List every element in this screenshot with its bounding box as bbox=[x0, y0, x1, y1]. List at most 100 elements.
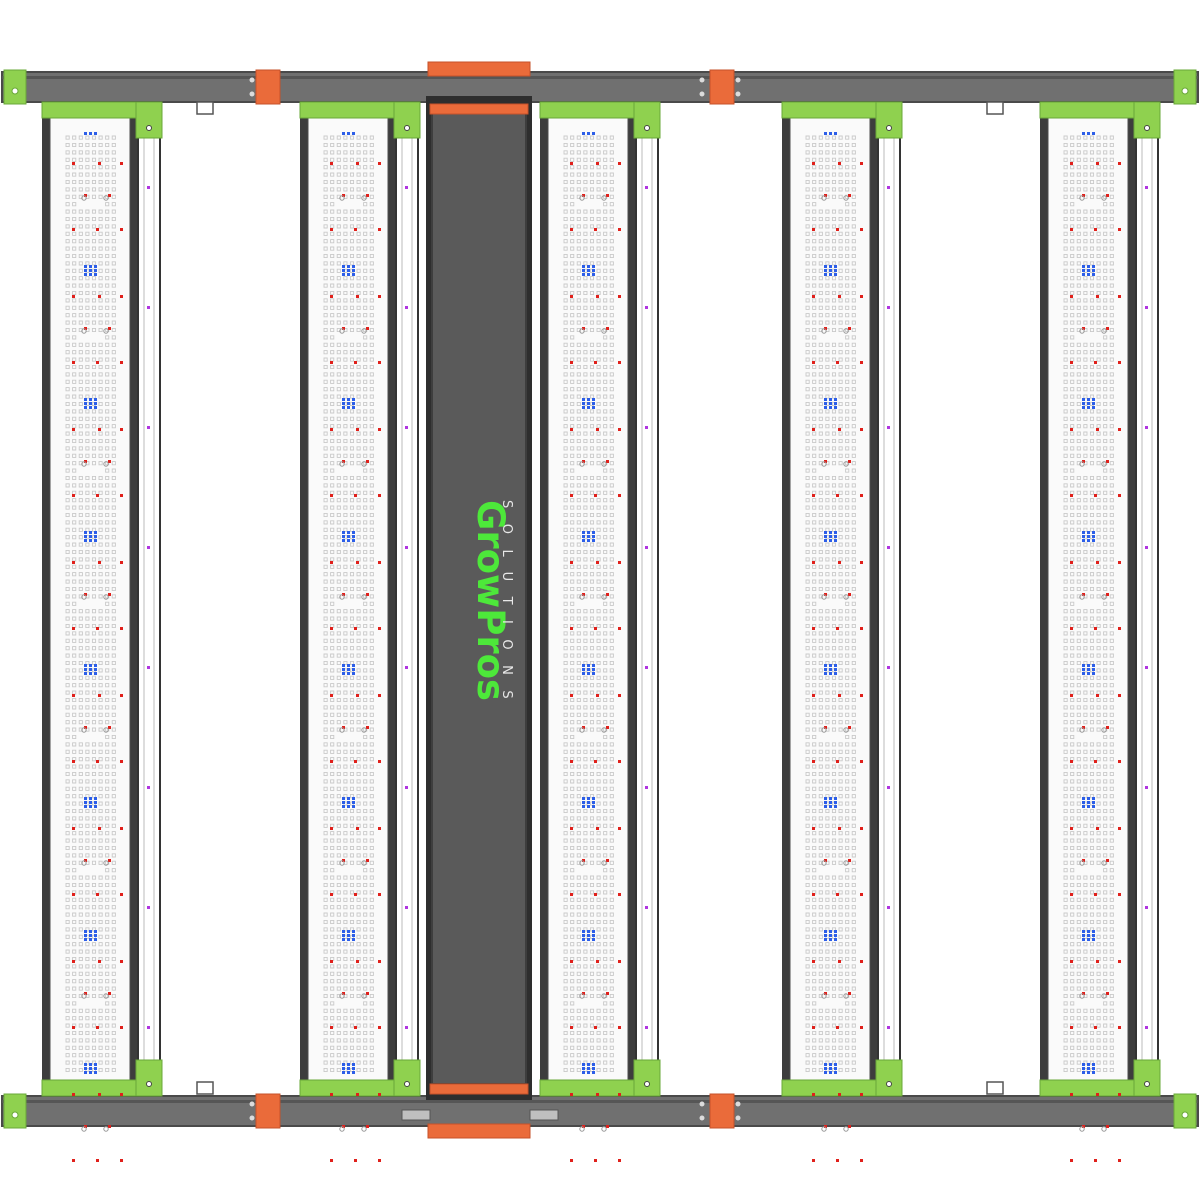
led-side-strip bbox=[395, 109, 419, 1089]
led-lens bbox=[103, 993, 109, 999]
side-bracket-top bbox=[1133, 101, 1161, 139]
rail-orange-connector bbox=[709, 1093, 735, 1129]
side-bracket-top bbox=[393, 101, 421, 139]
led-bar-bottom-cap bbox=[41, 1079, 139, 1097]
led-lens bbox=[1101, 461, 1107, 467]
led-purple bbox=[1145, 666, 1148, 669]
side-bracket-bottom bbox=[875, 1059, 903, 1097]
led-lens bbox=[81, 1126, 87, 1132]
led-purple bbox=[887, 906, 890, 909]
led-lens bbox=[1079, 1126, 1085, 1132]
led-purple bbox=[1145, 786, 1148, 789]
led-lens bbox=[843, 1126, 849, 1132]
red-led-chips bbox=[570, 162, 621, 1162]
led-purple bbox=[147, 906, 150, 909]
rail-end-cap bbox=[1173, 1093, 1197, 1129]
bracket-screw bbox=[404, 125, 410, 131]
led-lens bbox=[103, 727, 109, 733]
side-bracket-top bbox=[633, 101, 661, 139]
rail-orange-connector bbox=[255, 69, 281, 105]
bracket-screw bbox=[1144, 1081, 1150, 1087]
led-bar-top-cap bbox=[539, 101, 637, 119]
led-lens bbox=[361, 195, 367, 201]
led-lens bbox=[81, 727, 87, 733]
led-lens bbox=[601, 594, 607, 600]
led-purple bbox=[887, 546, 890, 549]
rail-groove bbox=[2, 1100, 1198, 1103]
led-lens bbox=[103, 195, 109, 201]
led-lens bbox=[1101, 328, 1107, 334]
led-purple bbox=[887, 786, 890, 789]
led-lens bbox=[843, 195, 849, 201]
led-purple bbox=[645, 1026, 648, 1029]
rail-screw bbox=[735, 1101, 741, 1107]
side-bracket-top bbox=[135, 101, 163, 139]
led-purple bbox=[645, 306, 648, 309]
hanging-tab bbox=[196, 101, 214, 115]
led-lens bbox=[339, 461, 345, 467]
led-lens bbox=[579, 993, 585, 999]
led-purple bbox=[405, 306, 408, 309]
led-purple bbox=[147, 1026, 150, 1029]
led-lens bbox=[339, 195, 345, 201]
red-led-chips bbox=[330, 162, 381, 1162]
led-purple bbox=[405, 186, 408, 189]
rail-screw bbox=[249, 1101, 255, 1107]
bracket-screw bbox=[146, 125, 152, 131]
led-purple bbox=[645, 666, 648, 669]
led-chip-grid bbox=[323, 132, 381, 1162]
led-lens bbox=[361, 993, 367, 999]
led-lens bbox=[821, 461, 827, 467]
led-lens bbox=[1101, 727, 1107, 733]
rail-screw bbox=[11, 87, 19, 95]
led-lens bbox=[601, 195, 607, 201]
bracket-screw bbox=[644, 125, 650, 131]
led-lens bbox=[81, 993, 87, 999]
led-bar-top-cap bbox=[299, 101, 397, 119]
bracket-screw bbox=[404, 1081, 410, 1087]
led-lens bbox=[81, 860, 87, 866]
led-purple bbox=[645, 786, 648, 789]
white-led-chips bbox=[65, 135, 116, 1073]
led-bar-bottom-cap bbox=[539, 1079, 637, 1097]
led-lens bbox=[339, 727, 345, 733]
led-chip-grid bbox=[65, 132, 123, 1162]
led-purple bbox=[1145, 306, 1148, 309]
rail-screw bbox=[735, 91, 741, 97]
led-lens bbox=[339, 993, 345, 999]
bracket-screw bbox=[1144, 125, 1150, 131]
side-bracket-bottom bbox=[135, 1059, 163, 1097]
white-led-chips bbox=[323, 135, 374, 1073]
rail-orange-connector bbox=[709, 69, 735, 105]
led-lens bbox=[103, 461, 109, 467]
bracket-screw bbox=[146, 1081, 152, 1087]
driver-body bbox=[431, 111, 527, 1085]
led-purple bbox=[405, 786, 408, 789]
led-lens bbox=[361, 1126, 367, 1132]
led-lens bbox=[601, 993, 607, 999]
bracket-screw bbox=[886, 125, 892, 131]
side-bracket-bottom bbox=[633, 1059, 661, 1097]
led-lens bbox=[601, 727, 607, 733]
rail-screw bbox=[699, 91, 705, 97]
led-lens bbox=[1079, 993, 1085, 999]
led-purple bbox=[147, 306, 150, 309]
led-purple bbox=[645, 546, 648, 549]
rail-screw bbox=[249, 91, 255, 97]
rail-groove bbox=[2, 76, 1198, 79]
led-lens bbox=[579, 195, 585, 201]
led-purple bbox=[1145, 186, 1148, 189]
driver-top-cap bbox=[429, 103, 529, 115]
led-lens bbox=[81, 461, 87, 467]
red-led-chips bbox=[1070, 162, 1121, 1162]
brand-subtitle: SOLUTIONS bbox=[499, 500, 514, 714]
white-led-chips bbox=[563, 135, 614, 1073]
led-purple bbox=[887, 306, 890, 309]
led-lens bbox=[1079, 461, 1085, 467]
rail-orange-connector bbox=[255, 1093, 281, 1129]
led-purple bbox=[147, 426, 150, 429]
led-lens bbox=[843, 594, 849, 600]
led-lens bbox=[601, 1126, 607, 1132]
led-lens bbox=[601, 461, 607, 467]
led-lens bbox=[1079, 860, 1085, 866]
